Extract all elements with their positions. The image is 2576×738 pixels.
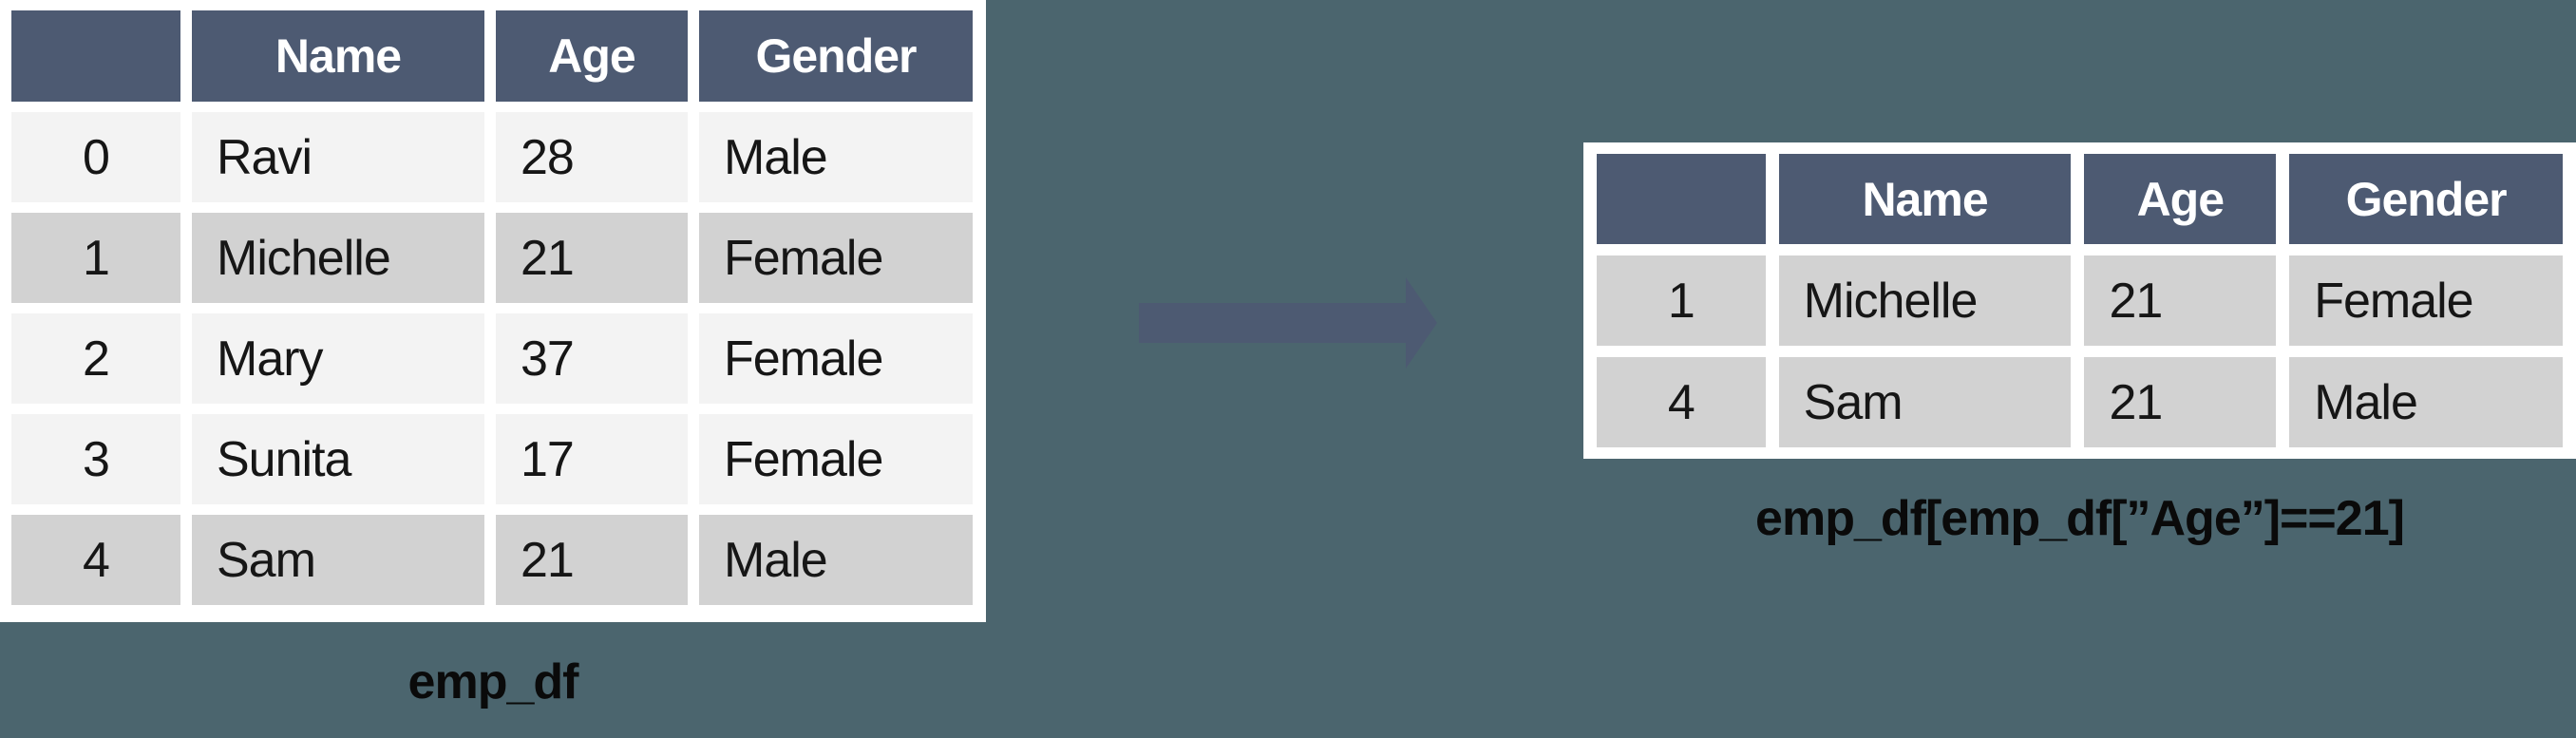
filtered-dataframe-table: Name Age Gender 1 Michelle 21 Female 4 S… [1583, 142, 2576, 459]
age-cell: 28 [496, 112, 688, 202]
table-row: 0 Ravi 28 Male [11, 112, 973, 202]
age-cell: 21 [496, 213, 688, 303]
age-column-header: Age [2084, 154, 2277, 244]
gender-cell: Male [699, 515, 973, 605]
gender-cell: Female [2289, 255, 2563, 346]
gender-cell: Male [2289, 357, 2563, 447]
source-dataframe-table: Name Age Gender 0 Ravi 28 Male 1 Michell… [0, 0, 984, 615]
gender-cell: Female [699, 414, 973, 504]
index-cell: 2 [11, 313, 180, 404]
filter-expression-caption: emp_df[emp_df[”Age”]==21] [1755, 491, 2405, 546]
name-column-header: Name [192, 10, 484, 102]
age-cell: 17 [496, 414, 688, 504]
age-cell: 21 [2084, 357, 2277, 447]
gender-cell: Female [699, 313, 973, 404]
table-row: 4 Sam 21 Male [11, 515, 973, 605]
name-cell: Michelle [1778, 255, 2072, 346]
name-cell: Sam [192, 515, 484, 605]
table-row: 4 Sam 21 Male [1597, 357, 2563, 447]
index-cell: 1 [11, 213, 180, 303]
age-cell: 37 [496, 313, 688, 404]
source-table-caption: emp_df [407, 654, 579, 710]
index-cell: 4 [11, 515, 180, 605]
right-arrow-icon [1139, 277, 1437, 369]
name-column-header: Name [1778, 154, 2072, 244]
gender-cell: Female [699, 213, 973, 303]
name-cell: Ravi [192, 112, 484, 202]
header-row: Name Age Gender [1597, 154, 2563, 244]
name-cell: Michelle [192, 213, 484, 303]
name-cell: Sunita [192, 414, 484, 504]
table-row: 1 Michelle 21 Female [1597, 255, 2563, 346]
table-row: 1 Michelle 21 Female [11, 213, 973, 303]
index-cell: 4 [1597, 357, 1766, 447]
gender-column-header: Gender [2289, 154, 2563, 244]
source-dataframe-panel: Name Age Gender 0 Ravi 28 Male 1 Michell… [0, 0, 986, 622]
table-row: 3 Sunita 17 Female [11, 414, 973, 504]
age-cell: 21 [496, 515, 688, 605]
index-cell: 3 [11, 414, 180, 504]
index-column-header [11, 10, 180, 102]
index-column-header [1597, 154, 1766, 244]
name-cell: Mary [192, 313, 484, 404]
table-row: 2 Mary 37 Female [11, 313, 973, 404]
gender-column-header: Gender [699, 10, 973, 102]
name-cell: Sam [1778, 357, 2072, 447]
age-column-header: Age [496, 10, 688, 102]
filtered-dataframe-panel: Name Age Gender 1 Michelle 21 Female 4 S… [1583, 142, 2576, 459]
gender-cell: Male [699, 112, 973, 202]
age-cell: 21 [2084, 255, 2277, 346]
index-cell: 1 [1597, 255, 1766, 346]
index-cell: 0 [11, 112, 180, 202]
header-row: Name Age Gender [11, 10, 973, 102]
